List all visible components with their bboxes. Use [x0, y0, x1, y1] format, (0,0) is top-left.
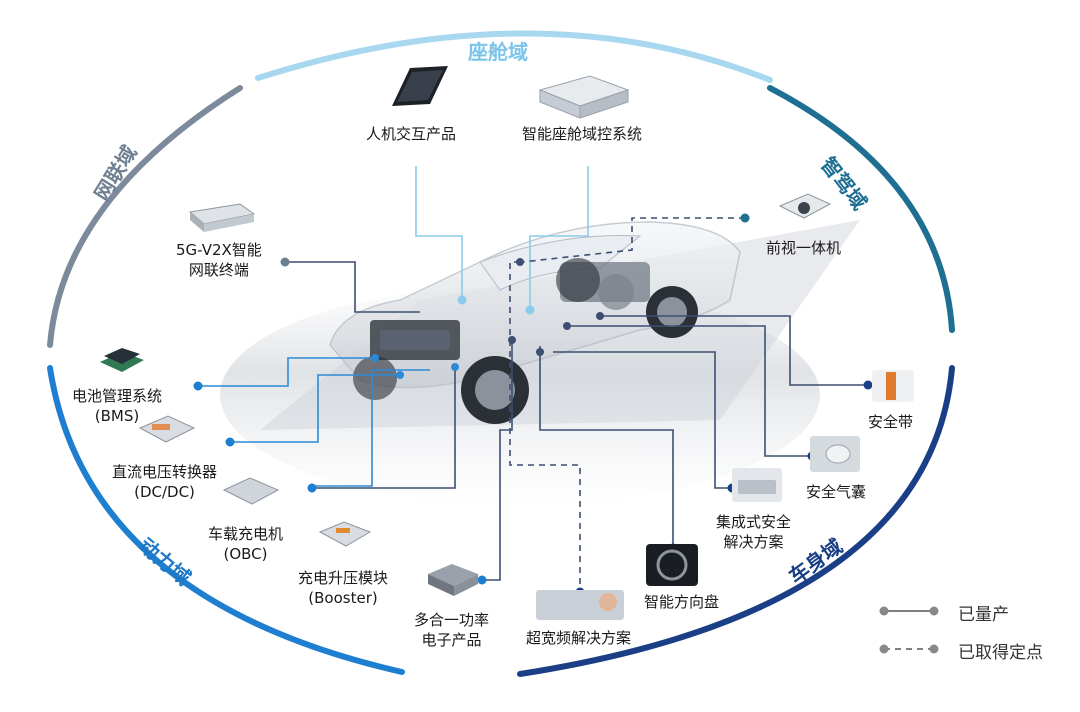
label-booster-line2: (Booster)	[308, 589, 378, 607]
label-multi-power-line1: 多合一功率	[414, 611, 490, 629]
designated-lines	[509, 217, 745, 592]
multi-power-image	[428, 564, 478, 596]
domain-cabin-title: 座舱域	[468, 40, 528, 64]
booster-image	[318, 521, 372, 547]
dcdc-image	[138, 415, 196, 443]
cockpit-controller-image	[538, 75, 630, 119]
car-illustration	[329, 221, 741, 424]
body-arc	[517, 365, 955, 677]
label-bms-line2: (BMS)	[94, 407, 140, 425]
label-obc-line1: 车载充电机	[208, 525, 284, 543]
legend-mass-production-label: 已量产	[958, 605, 1009, 625]
label-booster-line1: 充电升压模块	[298, 569, 389, 587]
label-dcdc: 直流电压转换器 (DC/DC)	[112, 462, 217, 502]
label-obc-line2: (OBC)	[223, 545, 268, 563]
seatbelt-image	[872, 370, 914, 402]
label-dcdc-line2: (DC/DC)	[134, 483, 195, 501]
network-arc	[47, 85, 243, 348]
hmi-product-image	[392, 66, 448, 106]
adas-arc	[767, 85, 955, 333]
v2x-terminal-image	[188, 203, 256, 232]
label-uwb: 超宽频解决方案	[526, 629, 632, 647]
label-multi-power: 多合一功率 电子产品	[414, 610, 489, 650]
legend	[879, 606, 939, 654]
mass-production-lines	[285, 261, 868, 581]
label-hmi: 人机交互产品	[366, 125, 457, 143]
label-integrated-line1: 集成式安全	[716, 513, 792, 531]
label-front-camera: 前视一体机	[766, 239, 842, 257]
steering-image	[646, 544, 698, 586]
cabin-arc	[255, 30, 773, 83]
front-camera-image	[778, 193, 832, 219]
legend-designated-label: 已取得定点	[958, 643, 1043, 663]
obc-image	[222, 477, 280, 505]
integrated-safety-image	[732, 468, 782, 502]
label-bms-line1: 电池管理系统	[72, 387, 163, 405]
label-cockpit-controller: 智能座舱域控系统	[522, 125, 643, 143]
power-arc	[47, 365, 405, 675]
label-v2x: 5G-V2X智能 网联终端	[176, 240, 262, 280]
label-integrated-safety: 集成式安全 解决方案	[716, 512, 791, 552]
label-obc: 车载充电机 (OBC)	[208, 524, 283, 564]
bms-image	[100, 348, 144, 372]
label-booster: 充电升压模块 (Booster)	[298, 568, 388, 608]
label-seatbelt: 安全带	[868, 413, 914, 431]
label-v2x-line2: 网联终端	[188, 261, 249, 279]
cabin-lines	[415, 166, 589, 310]
label-bms: 电池管理系统 (BMS)	[72, 386, 162, 426]
label-v2x-line1: 5G-V2X智能	[176, 241, 262, 259]
airbag-image	[810, 436, 860, 472]
label-steering: 智能方向盘	[644, 593, 720, 611]
label-dcdc-line1: 直流电压转换器	[112, 463, 218, 481]
label-integrated-line2: 解决方案	[723, 533, 784, 551]
label-airbag: 安全气囊	[806, 483, 867, 501]
power-lines	[198, 357, 430, 487]
label-multi-power-line2: 电子产品	[421, 631, 482, 649]
uwb-image	[536, 590, 624, 620]
